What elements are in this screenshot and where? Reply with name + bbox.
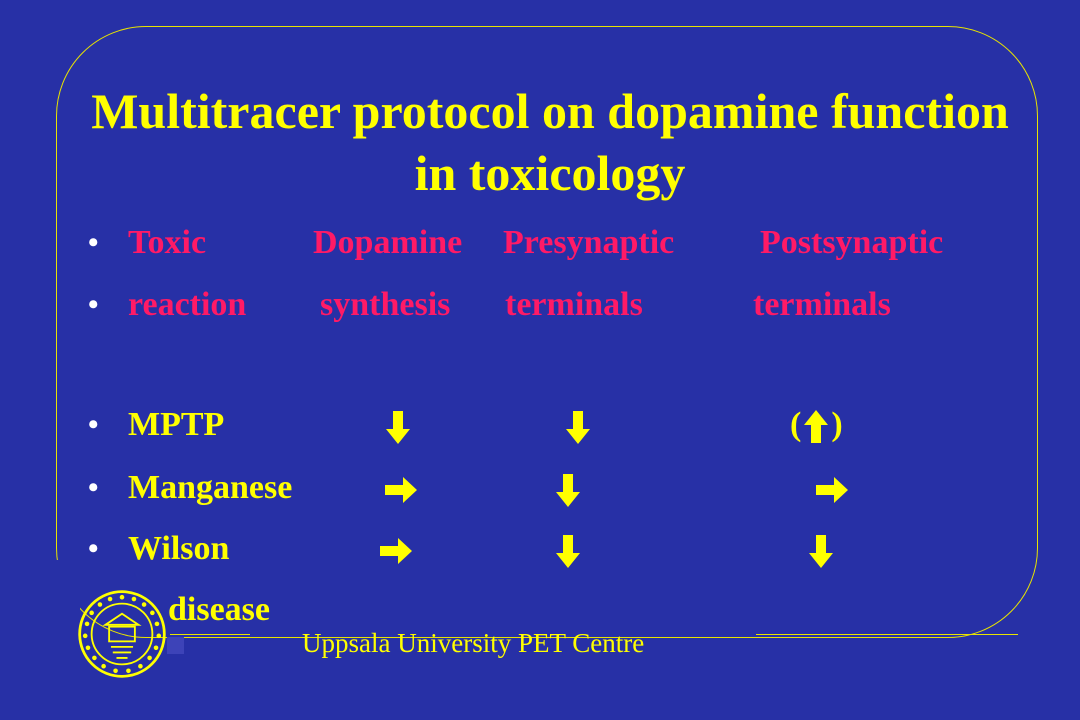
row-mptp: • MPTP () [88, 398, 988, 452]
row-label: Manganese [128, 469, 293, 506]
arrow-right-icon [816, 477, 848, 504]
postsynaptic-arrow: () [790, 398, 843, 452]
presynaptic-arrow [553, 461, 583, 515]
header-presynaptic: Presynaptic [503, 224, 675, 261]
row-wilson: • Wilson [88, 522, 988, 576]
arrow-right-icon [385, 477, 417, 504]
row-label: MPTP [128, 406, 225, 443]
bullet: • [88, 471, 99, 504]
header-reaction: reaction [128, 286, 247, 323]
arrow-right-icon [380, 538, 412, 565]
footer-rule-right [756, 634, 1018, 635]
arrow-down-icon [556, 474, 580, 508]
header-terminals-post: terminals [753, 286, 891, 323]
row-label-continued: disease [168, 591, 270, 628]
presynaptic-arrow [563, 398, 593, 452]
slide-frame [56, 26, 1038, 638]
synthesis-arrow [383, 398, 413, 452]
bullet: • [88, 226, 99, 259]
arrow-down-icon [809, 535, 833, 569]
synthesis-arrow [378, 522, 414, 576]
close-paren: ) [831, 406, 843, 443]
arrow-down-icon [386, 411, 410, 445]
header-synthesis: synthesis [320, 286, 451, 323]
header-dopamine: Dopamine [313, 224, 463, 261]
slide-title: Multitracer protocol on dopamine functio… [91, 83, 1009, 201]
footer-rule-left [170, 634, 250, 635]
row-manganese: • Manganese [88, 461, 988, 515]
arrow-down-icon [556, 535, 580, 569]
postsynaptic-arrow [806, 522, 836, 576]
arrow-up-icon [804, 410, 829, 444]
open-paren: ( [790, 406, 802, 443]
row-label: Wilson [128, 530, 230, 567]
bullet: • [88, 408, 99, 441]
synthesis-arrow [383, 461, 419, 515]
bullet: • [88, 288, 99, 321]
header-row-1: • Toxic Dopamine Presynaptic Postsynapti… [88, 216, 1008, 270]
frame-gap [40, 560, 80, 620]
header-toxic: Toxic [128, 224, 207, 261]
bullet: • [88, 532, 99, 565]
row-wilson-continued: disease [88, 583, 388, 637]
footer-text: Uppsala University PET Centre [302, 628, 645, 658]
header-terminals-pre: terminals [505, 286, 643, 323]
presynaptic-arrow [553, 522, 583, 576]
decorative-square [167, 637, 184, 654]
postsynaptic-arrow [814, 461, 850, 515]
header-postsynaptic: Postsynaptic [760, 224, 944, 261]
university-seal-icon [78, 590, 166, 678]
header-row-2: • reaction synthesis terminals terminals [88, 278, 1008, 332]
arrow-down-icon [566, 411, 590, 445]
